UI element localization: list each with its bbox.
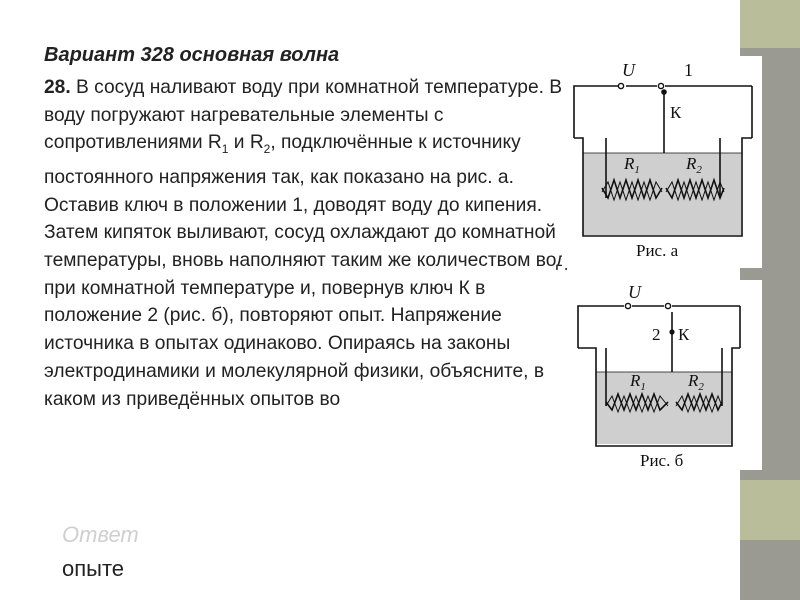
task-text-part2: , подключённые к источнику постоянного н… (44, 132, 582, 410)
task-number: 28. (44, 77, 71, 98)
task-text: 28. В сосуд наливают воду при комнатной … (44, 74, 584, 413)
voltage-label-a: U (622, 60, 636, 80)
r2-label-a: R2 (685, 154, 702, 176)
r1-symbol: R (207, 132, 222, 154)
circuit-diagram-b: U 2 К R1 R2 Рис. б (577, 282, 741, 470)
figure-a: U 1 К R1 R2 Рис. а (562, 56, 762, 268)
side-accent-top (740, 0, 800, 48)
side-accent-bottom (740, 480, 800, 540)
figure-b: U 2 К R1 R2 Рис. б (572, 280, 762, 470)
position-label-a: 1 (684, 60, 693, 80)
task-text-part1: В сосуд наливают воду при комнатной темп… (44, 77, 563, 154)
r1-label-b: R1 (629, 371, 646, 393)
and-word: и (228, 132, 250, 154)
r2-label-b: R2 (687, 371, 704, 393)
answer-tail-text: опыте (62, 556, 125, 581)
circuit-diagram-a: U 1 К R1 R2 Рис. а (573, 60, 753, 260)
page-title: Вариант 328 основная волна (44, 44, 340, 66)
key-label-b: К (678, 325, 690, 344)
r2-subscript: 2 (263, 142, 271, 157)
key-label-a: К (670, 103, 682, 122)
r1-label-a: R1 (623, 154, 640, 176)
r1-subscript: 1 (221, 142, 229, 157)
voltage-label-b: U (628, 282, 642, 302)
caption-a: Рис. а (636, 241, 679, 260)
caption-b: Рис. б (640, 451, 683, 470)
position-label-b: 2 (652, 325, 661, 344)
r2-symbol: R (249, 132, 264, 154)
answer-ghost-label: Ответ (62, 522, 139, 547)
